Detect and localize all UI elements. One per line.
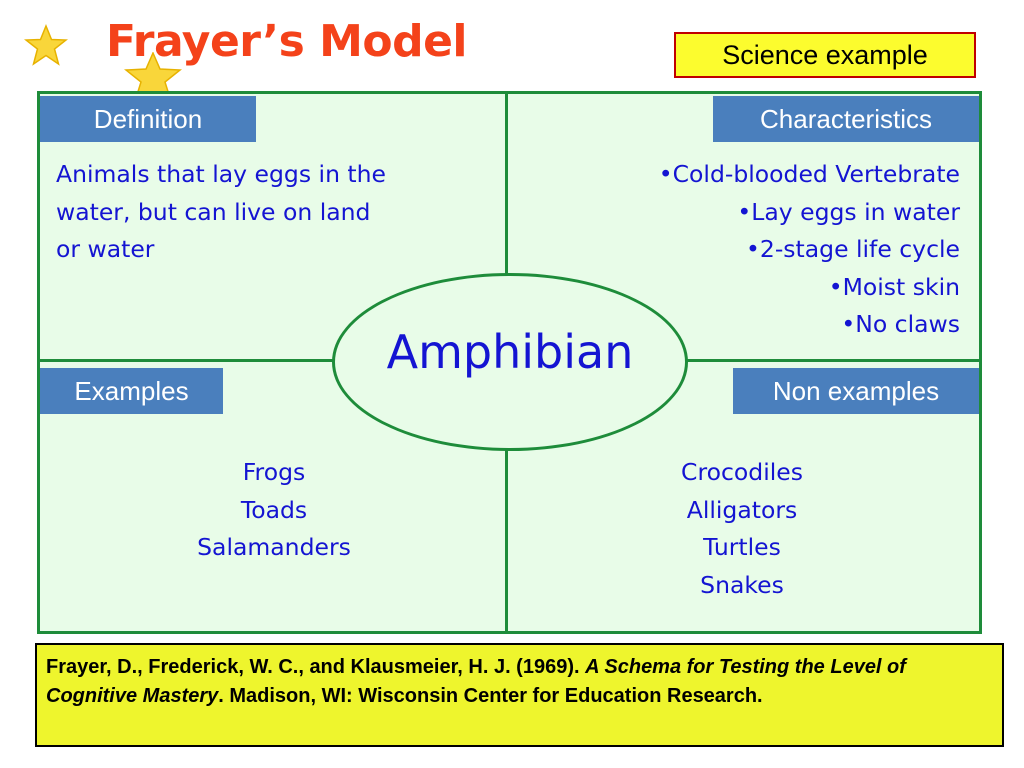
non-examples-list: Crocodiles Alligators Turtles Snakes bbox=[592, 454, 892, 604]
citation-publisher: . Madison, WI: Wisconsin Center for Educ… bbox=[218, 685, 763, 707]
center-term: Amphibian bbox=[386, 325, 634, 379]
page-title: Frayer’s Model bbox=[106, 16, 468, 67]
list-item: Crocodiles bbox=[681, 458, 803, 486]
examples-list: Frogs Toads Salamanders bbox=[124, 454, 424, 567]
non-examples-label: Non examples bbox=[733, 368, 979, 414]
characteristics-list: •Cold-blooded Vertebrate •Lay eggs in wa… bbox=[659, 156, 960, 344]
list-item: •Lay eggs in water bbox=[737, 197, 960, 226]
list-item: •Cold-blooded Vertebrate bbox=[658, 160, 960, 188]
list-item: •Moist skin bbox=[828, 272, 960, 301]
star-icon bbox=[24, 24, 68, 66]
definition-line: or water bbox=[56, 235, 155, 263]
subject-tag: Science example bbox=[674, 32, 976, 78]
list-item: •2-stage life cycle bbox=[746, 235, 960, 263]
list-item: Alligators bbox=[686, 495, 798, 524]
definition-line: water, but can live on land bbox=[56, 197, 371, 226]
list-item: Salamanders bbox=[197, 533, 351, 561]
definition-line: Animals that lay eggs in the bbox=[56, 160, 386, 188]
star-icon bbox=[124, 52, 182, 98]
list-item: Snakes bbox=[700, 570, 784, 599]
list-item: Frogs bbox=[242, 458, 306, 486]
citation-authors: Frayer, D., Frederick, W. C., and Klausm… bbox=[46, 656, 580, 678]
definition-label: Definition bbox=[40, 96, 256, 142]
definition-text: Animals that lay eggs in the water, but … bbox=[56, 156, 386, 269]
center-oval: Amphibian bbox=[332, 273, 688, 451]
citation-box: Frayer, D., Frederick, W. C., and Klausm… bbox=[35, 643, 1004, 747]
examples-label: Examples bbox=[40, 368, 223, 414]
characteristics-label: Characteristics bbox=[713, 96, 979, 142]
list-item: Turtles bbox=[703, 533, 781, 561]
list-item: •No claws bbox=[841, 310, 960, 338]
citation-title: A Schema for Testing the Level of Cognit… bbox=[46, 656, 906, 707]
list-item: Toads bbox=[240, 495, 308, 524]
